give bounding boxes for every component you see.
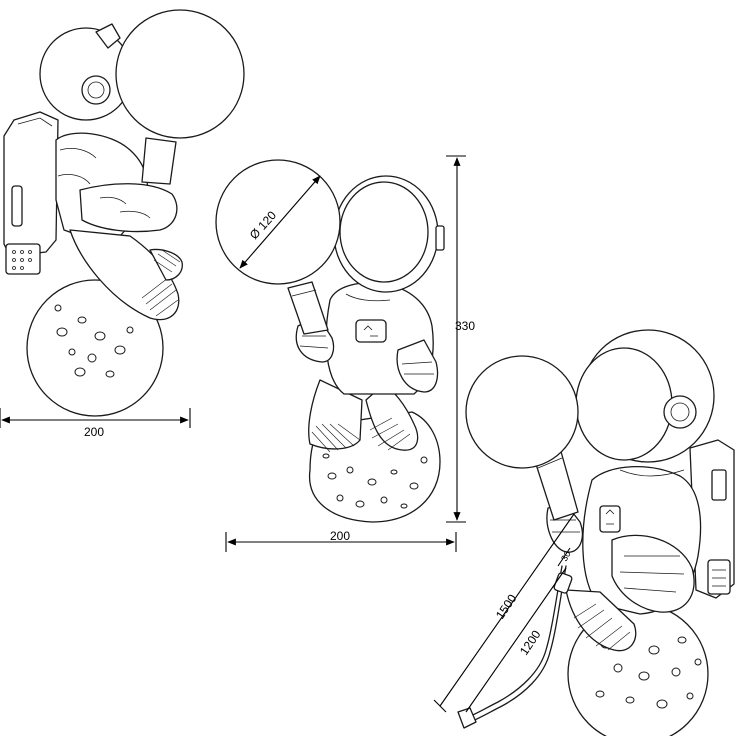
side-view-moon xyxy=(26,279,164,417)
middle-width-label: 200 xyxy=(330,529,350,543)
side-view-globe xyxy=(115,9,245,139)
cable-plug xyxy=(457,707,477,729)
front-view-stick xyxy=(287,281,329,335)
perspective-view-astronaut xyxy=(457,329,735,736)
side-view-arms xyxy=(79,183,178,233)
front-view-astronaut xyxy=(215,159,445,523)
side-view-astronaut xyxy=(3,9,245,417)
cable-total-label: 1500 xyxy=(493,591,520,621)
cable-lead-label: 1200 xyxy=(517,627,544,657)
switch-offset-label: 30 xyxy=(559,549,573,563)
front-view-globe xyxy=(215,159,341,285)
left-width-dimension: 200 xyxy=(0,408,191,439)
left-width-label: 200 xyxy=(84,425,104,439)
middle-width-dimension: 200 xyxy=(225,529,457,552)
middle-height-dimension: 330 xyxy=(446,155,475,523)
perspective-view-globe xyxy=(465,355,579,469)
side-view-backpack xyxy=(3,111,59,257)
switch-offset-dimension: 30 xyxy=(557,547,573,567)
front-view-moon-craters xyxy=(322,453,428,509)
side-view-stick xyxy=(141,137,177,185)
cable-total-dimension: 1500 xyxy=(433,513,575,713)
perspective-view-moon-craters xyxy=(595,630,702,709)
side-view-moon-craters xyxy=(54,304,134,378)
middle-height-label: 330 xyxy=(455,319,475,333)
power-cable xyxy=(465,565,563,719)
